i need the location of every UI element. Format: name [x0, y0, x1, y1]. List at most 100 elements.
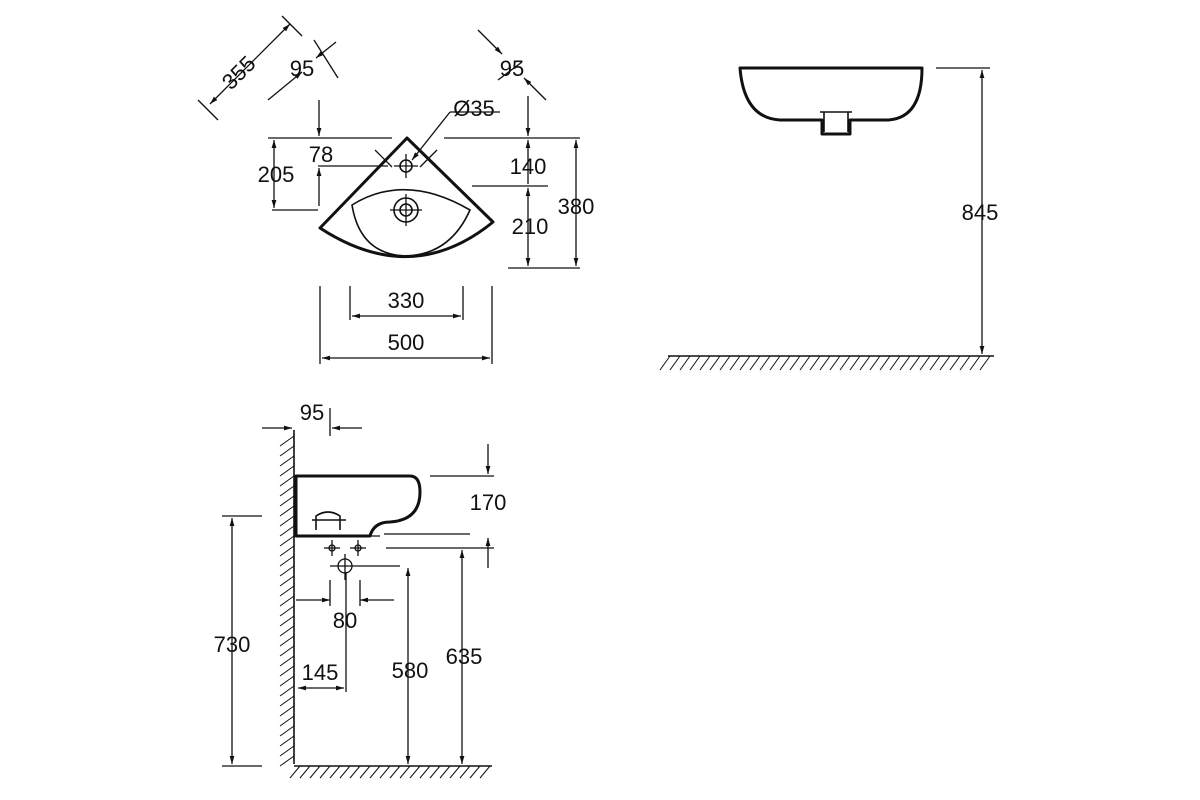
hatch-line — [469, 765, 481, 779]
hatch-line — [279, 745, 295, 757]
hatch-line — [759, 355, 771, 371]
hatch-line — [289, 765, 301, 779]
hatch-line — [869, 355, 881, 371]
hatch-line — [919, 355, 931, 371]
dim-95-top-left: 95 — [267, 39, 339, 101]
hatch-line — [909, 355, 921, 371]
hatch-line — [419, 765, 431, 779]
hatch-line — [279, 655, 295, 667]
hatch-line — [279, 615, 295, 627]
hatch-line — [779, 355, 791, 371]
hatch-line — [449, 765, 461, 779]
hatch-line — [979, 355, 991, 371]
dim-500-label: 500 — [388, 330, 425, 355]
hatch-line — [279, 605, 295, 617]
hatch-line — [319, 765, 331, 779]
dim-95-top-right: 95 — [477, 29, 547, 101]
hatch-line — [669, 355, 681, 371]
hatch-line — [459, 765, 471, 779]
hatch-line — [859, 355, 871, 371]
hatch-line — [349, 765, 361, 779]
hatch-line — [769, 355, 781, 371]
dim-78: 78 — [309, 142, 333, 206]
dim-380: 380 — [558, 140, 595, 266]
hatch-line — [279, 675, 295, 687]
top-view-drain — [390, 194, 422, 226]
top-view-bowl — [351, 188, 472, 257]
side-view-wall-hatching — [279, 435, 295, 767]
side-view-trap — [312, 511, 346, 530]
hatch-line — [369, 765, 381, 779]
hatch-line — [279, 485, 295, 497]
hatch-line — [819, 355, 831, 371]
hatch-line — [279, 645, 295, 657]
dim-95-side: 95 — [262, 400, 362, 436]
hatch-line — [329, 765, 341, 779]
hatch-line — [359, 765, 371, 779]
dim-355: 355 — [197, 15, 303, 121]
hatch-line — [279, 465, 295, 477]
dim-330-label: 330 — [388, 288, 425, 313]
hatch-line — [279, 635, 295, 647]
front-view-trap — [820, 111, 852, 132]
dim-580: 580 — [392, 568, 428, 764]
dim-95-side-label: 95 — [300, 400, 324, 425]
hatch-line — [699, 355, 711, 371]
hatch-line — [809, 355, 821, 371]
hatch-line — [279, 545, 295, 557]
dim-170: 170 — [470, 444, 506, 568]
hatch-line — [939, 355, 951, 371]
dim-95-top-right-label: 95 — [500, 56, 524, 81]
hatch-line — [749, 355, 761, 371]
side-view: 95 170 80 145 730 — [214, 400, 506, 779]
dim-95-top-left-label: 95 — [290, 56, 314, 81]
dim-845-label: 845 — [962, 200, 999, 225]
hatch-line — [899, 355, 911, 371]
hatch-line — [279, 455, 295, 467]
front-view: 845 — [659, 66, 999, 371]
side-view-basin-outline — [294, 474, 422, 538]
dim-845: 845 — [962, 70, 999, 354]
dim-145: 145 — [298, 572, 347, 692]
dim-730: 730 — [214, 515, 262, 767]
dim-380-label: 380 — [558, 194, 595, 219]
top-view: 355 95 95 Ø35 — [197, 15, 595, 364]
hatch-line — [279, 505, 295, 517]
dim-80-label: 80 — [333, 608, 357, 633]
dim-730-label: 730 — [214, 632, 251, 657]
hatch-line — [279, 555, 295, 567]
hatch-line — [279, 585, 295, 597]
hatch-line — [479, 765, 491, 779]
front-view-basin-outline — [738, 66, 924, 136]
dim-355-label: 355 — [217, 51, 261, 95]
hatch-line — [279, 595, 295, 607]
dim-500: 500 — [319, 286, 493, 364]
front-view-floor-hatching — [659, 355, 991, 371]
dim-635-label: 635 — [446, 644, 483, 669]
dim-205: 205 — [258, 140, 295, 208]
hatch-line — [889, 355, 901, 371]
hatch-line — [279, 535, 295, 547]
side-view-floor-hatching — [289, 765, 491, 779]
hatch-line — [279, 525, 295, 537]
dim-635: 635 — [446, 550, 483, 764]
hatch-line — [379, 765, 391, 779]
hatch-line — [949, 355, 961, 371]
hatch-line — [929, 355, 941, 371]
hatch-line — [739, 355, 751, 371]
hatch-line — [389, 765, 401, 779]
hatch-line — [279, 575, 295, 587]
dim-tap-hole-diameter: Ø35 — [411, 96, 500, 161]
hatch-line — [689, 355, 701, 371]
hatch-line — [339, 765, 351, 779]
dim-330: 330 — [349, 286, 464, 320]
hatch-line — [279, 725, 295, 737]
hatch-line — [309, 765, 321, 779]
hatch-line — [279, 715, 295, 727]
hatch-line — [279, 625, 295, 637]
dim-205-label: 205 — [258, 162, 295, 187]
hatch-line — [409, 765, 421, 779]
dim-140: 140 — [510, 140, 546, 184]
hatch-line — [799, 355, 811, 371]
